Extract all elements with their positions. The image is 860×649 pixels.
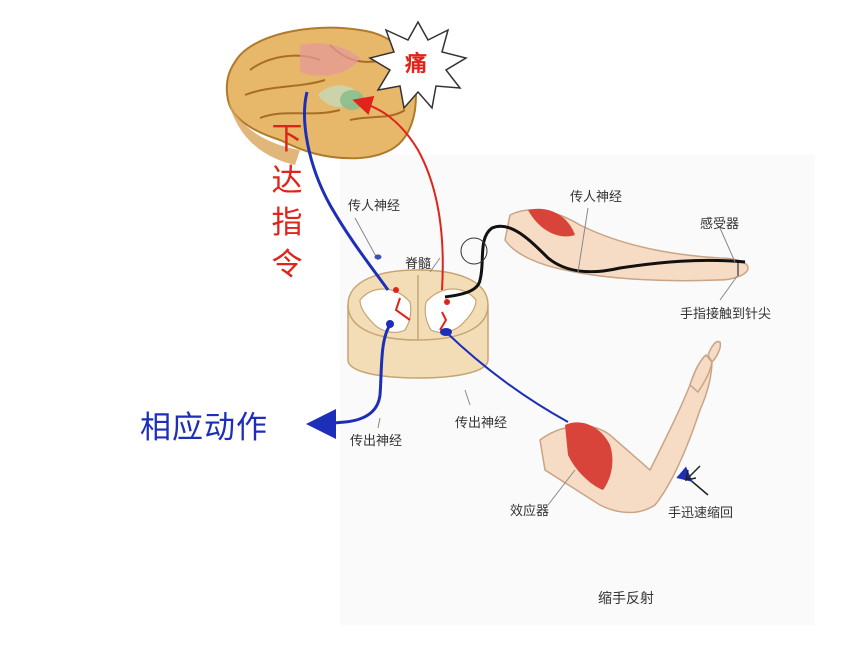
label-efferent-mid: 传出神经 (455, 416, 508, 431)
afferent-nerve-path (444, 224, 746, 299)
label-hand-withdraw: 手迅速缩回 (668, 506, 734, 521)
ascending-path (352, 95, 444, 291)
label-effector: 效应器 (510, 504, 550, 519)
brain-illustration (225, 26, 417, 165)
label-finger-touch: 手指接触到针尖 (680, 307, 772, 322)
command-label: 下 达 指 令 (270, 118, 304, 286)
label-spinal-cord: 脊髓 (405, 257, 432, 272)
circle-marker (460, 237, 488, 265)
pain-label: 痛 (405, 52, 428, 77)
command-char: 指 (271, 205, 303, 241)
label-receptor: 感受器 (700, 217, 740, 232)
diagram-title: 缩手反射 (598, 591, 654, 607)
arm-upper-illustration (504, 208, 749, 282)
label-efferent-left: 传出神经 (350, 434, 403, 449)
descending-path (303, 91, 390, 291)
arm-lower-illustration (539, 340, 722, 514)
command-char: 达 (271, 163, 303, 199)
label-afferent-left: 传人神经 (348, 199, 401, 214)
pain-burst-icon (368, 20, 468, 110)
action-label: 相应动作 (140, 410, 268, 446)
motor-output-path (306, 324, 392, 439)
label-afferent-right: 传人神经 (570, 190, 623, 205)
efferent-nerve-path (445, 331, 569, 423)
command-char: 令 (271, 247, 303, 283)
command-char: 下 (271, 121, 303, 157)
spinal-cord-section (347, 269, 489, 379)
